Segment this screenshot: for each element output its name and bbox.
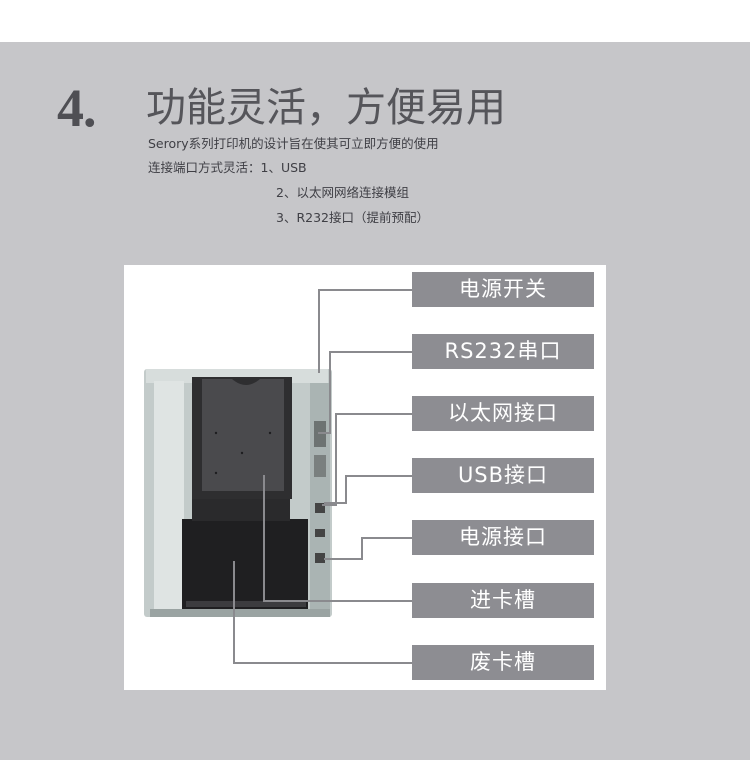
printer-front-frame — [154, 381, 184, 611]
leader-rs232 — [318, 351, 412, 434]
section-number: 4. — [57, 78, 96, 138]
leader-power-port — [324, 537, 412, 560]
callout-reject-card-slot: 废卡槽 — [412, 645, 594, 680]
hopper-screw — [268, 431, 272, 435]
rs232-port — [314, 455, 326, 477]
callout-power-port: 电源接口 — [412, 520, 594, 555]
usb-port — [315, 529, 325, 537]
bin-slot — [186, 601, 306, 607]
description-line-3: 2、以太网网络连接模组 — [276, 185, 409, 200]
hopper-screw — [214, 431, 218, 435]
printer-base — [150, 609, 330, 617]
section-title: 功能灵活，方便易用 — [146, 85, 506, 131]
callout-rs232-port: RS232串口 — [412, 334, 594, 369]
hopper-screw — [214, 471, 218, 475]
leader-usb — [324, 475, 412, 504]
callout-ethernet-port: 以太网接口 — [412, 396, 594, 431]
callout-power-switch: 电源开关 — [412, 272, 594, 307]
printer-illustration — [144, 289, 412, 664]
reject-card-bin — [182, 519, 308, 611]
hopper-screw — [240, 451, 244, 455]
leader-ethernet — [322, 413, 412, 506]
leader-power-switch — [318, 289, 412, 373]
description-line-1: Serory系列打印机的设计旨在使其可立即方便的使用 — [148, 136, 439, 151]
ethernet-port — [315, 503, 325, 513]
power-port — [315, 553, 325, 563]
description-line-4: 3、R232接口（提前预配） — [276, 210, 429, 225]
printer-side-panel — [310, 383, 330, 615]
leader-card-input — [263, 475, 412, 602]
callout-card-input-slot: 进卡槽 — [412, 583, 594, 618]
hopper-window — [202, 379, 284, 491]
description-line-2: 连接端口方式灵活：1、USB — [148, 160, 307, 175]
leader-reject-bin — [233, 561, 412, 664]
callout-usb-port: USB接口 — [412, 458, 594, 493]
bin-top — [192, 499, 290, 521]
printer-photo-panel: 电源开关 RS232串口 以太网接口 USB接口 电源接口 进卡槽 废卡槽 — [124, 265, 606, 690]
